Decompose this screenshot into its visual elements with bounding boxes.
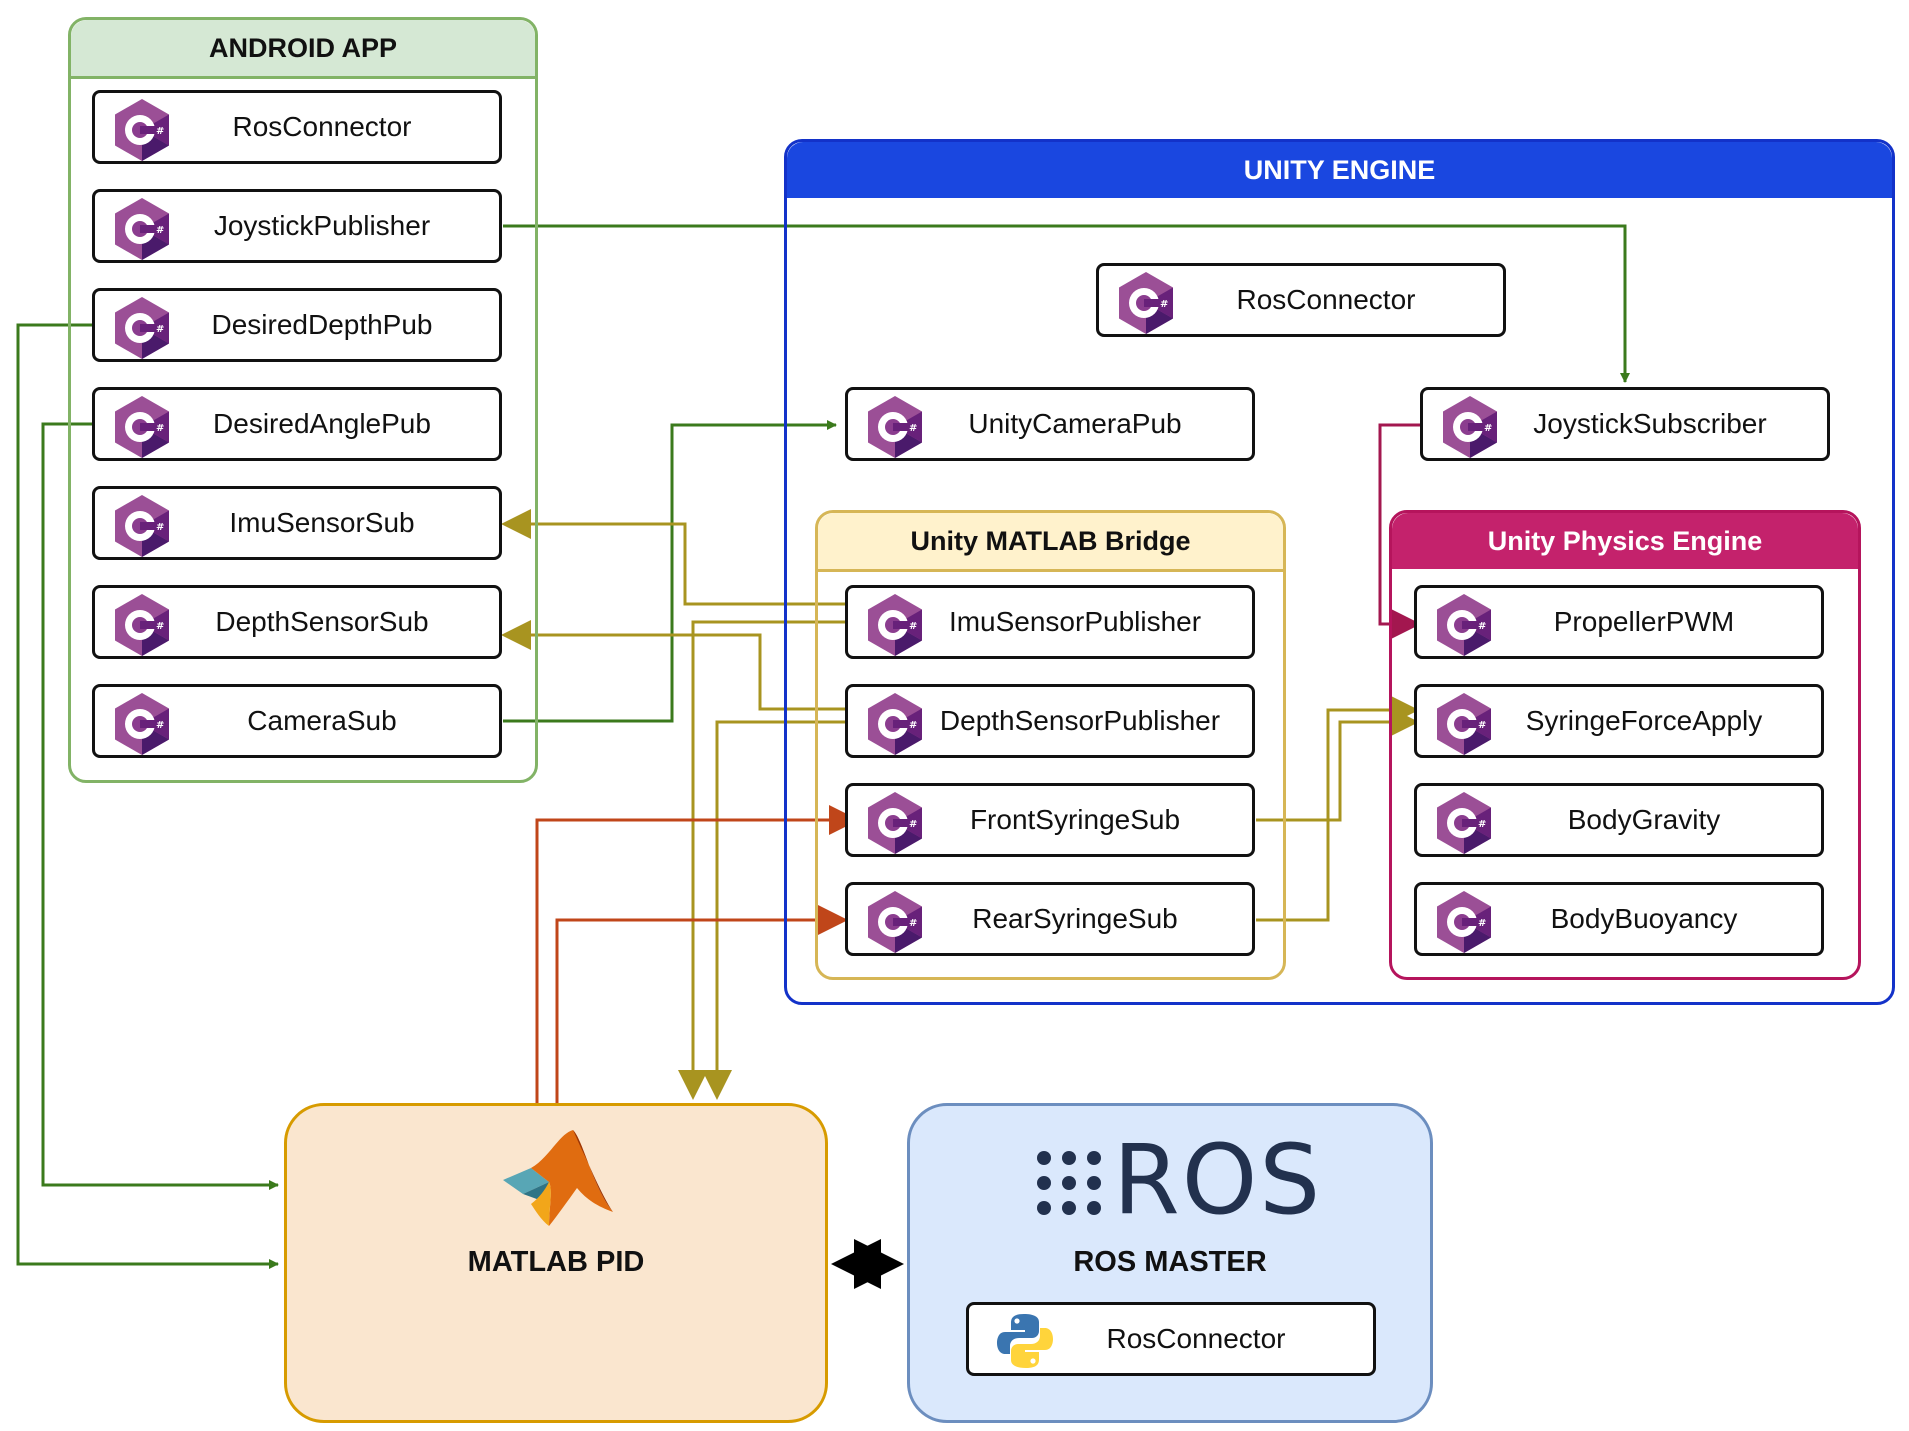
edge-desired-depth: [16, 323, 279, 1269]
android-node-depthsensorsub[interactable]: DepthSensorSub: [92, 585, 502, 659]
csharp-icon: [1439, 394, 1501, 460]
edge-desired-angle: [41, 422, 279, 1190]
csharp-icon: [864, 592, 926, 658]
csharp-icon: [1433, 592, 1495, 658]
ros-master-title: ROS MASTER: [1073, 1246, 1267, 1278]
physics-node-bodybuoyancy[interactable]: BodyBuoyancy: [1414, 882, 1824, 956]
node-label: BodyBuoyancy: [1550, 903, 1738, 934]
csharp-icon: [1433, 691, 1495, 757]
edge-depth-matlab: [702, 720, 847, 1100]
node-label: RosConnector: [1106, 1323, 1286, 1354]
node-label: UnityCameraPub: [968, 408, 1182, 439]
matlab-logo-icon: [503, 1130, 613, 1226]
csharp-icon: [864, 889, 926, 955]
node-label: FrontSyringeSub: [969, 804, 1181, 835]
csharp-icon: [864, 394, 926, 460]
matlab-pid-block[interactable]: MATLAB PID: [284, 1103, 828, 1423]
edge-matlab-rear: [555, 905, 848, 1103]
ros-dots-icon: [1037, 1151, 1101, 1215]
csharp-icon: [1115, 270, 1177, 336]
unity-matlab-bridge-title: Unity MATLAB Bridge: [818, 513, 1283, 572]
edge-imu-matlab: [678, 620, 847, 1100]
edge-depth-android: [501, 620, 847, 711]
unity-engine-title: UNITY ENGINE: [787, 142, 1892, 198]
physics-node-bodygravity[interactable]: BodyGravity: [1414, 783, 1824, 857]
node-label: SyringeForceApply: [1525, 705, 1763, 736]
edge-joystick-propeller: [1378, 423, 1432, 639]
node-label: RearSyringeSub: [972, 903, 1178, 934]
bridge-node-imusensorpublisher[interactable]: ImuSensorPublisher: [845, 585, 1255, 659]
unity-matlab-bridge-group: Unity MATLAB Bridge: [815, 510, 1286, 980]
android-node-desiredanglepub[interactable]: DesiredAnglePub: [92, 387, 502, 461]
android-app-group: ANDROID APP: [68, 17, 538, 783]
node-label: ImuSensorPublisher: [948, 606, 1202, 637]
node-label: BodyGravity: [1567, 804, 1721, 835]
csharp-icon: [111, 394, 173, 460]
unity-engine-group: UNITY ENGINE: [784, 139, 1895, 1005]
python-icon: [997, 1314, 1053, 1368]
edge-camera: [503, 420, 837, 723]
csharp-icon: [111, 592, 173, 658]
node-label: PropellerPWM: [1553, 606, 1735, 637]
node-label: JoystickSubscriber: [1533, 408, 1767, 439]
android-app-title: ANDROID APP: [71, 20, 535, 79]
csharp-icon: [111, 493, 173, 559]
node-label: DepthSensorPublisher: [939, 705, 1221, 736]
ros-logo-text: ROS: [1113, 1124, 1323, 1236]
csharp-icon: [111, 196, 173, 262]
unity-node-unitycamerapub[interactable]: UnityCameraPub: [845, 387, 1255, 461]
unity-node-joysticksubscriber[interactable]: JoystickSubscriber: [1420, 387, 1830, 461]
edge-matlab-front: [535, 805, 859, 1103]
node-label: DepthSensorSub: [215, 606, 429, 637]
node-label: JoystickPublisher: [213, 210, 431, 241]
unity-physics-engine-title: Unity Physics Engine: [1392, 513, 1858, 569]
android-node-camerasub[interactable]: CameraSub: [92, 684, 502, 758]
node-label: CameraSub: [247, 705, 397, 736]
android-node-rosconnector[interactable]: RosConnector: [92, 90, 502, 164]
node-label: DesiredAnglePub: [213, 408, 431, 439]
android-node-imusensorsub[interactable]: ImuSensorSub: [92, 486, 502, 560]
unity-physics-engine-group: Unity Physics Engine: [1389, 510, 1861, 980]
bridge-node-frontsyringesub[interactable]: FrontSyringeSub: [845, 783, 1255, 857]
edge-imu-android: [501, 509, 847, 606]
csharp-icon: [1433, 889, 1495, 955]
physics-node-syringeforceapply[interactable]: SyringeForceApply: [1414, 684, 1824, 758]
csharp-icon: [864, 790, 926, 856]
ros-node-rosconnector[interactable]: RosConnector: [966, 1302, 1376, 1376]
edge-front-syringe: [1256, 707, 1419, 822]
bridge-node-rearsyringesub[interactable]: RearSyringeSub: [845, 882, 1255, 956]
node-label: ImuSensorSub: [229, 507, 415, 538]
csharp-icon: [111, 97, 173, 163]
node-label: RosConnector: [1236, 284, 1416, 315]
edge-rear-syringe: [1256, 695, 1419, 922]
ros-master-block[interactable]: ROS ROS MASTER RosConnector: [907, 1103, 1433, 1423]
node-label: RosConnector: [232, 111, 412, 142]
android-node-joystickpublisher[interactable]: JoystickPublisher: [92, 189, 502, 263]
bridge-node-depthsensorpublisher[interactable]: DepthSensorPublisher: [845, 684, 1255, 758]
unity-node-rosconnector[interactable]: RosConnector: [1096, 263, 1506, 337]
csharp-icon: [111, 295, 173, 361]
csharp-icon: [1433, 790, 1495, 856]
node-label: DesiredDepthPub: [211, 309, 433, 340]
csharp-icon: [111, 691, 173, 757]
matlab-pid-title: MATLAB PID: [467, 1246, 645, 1278]
android-node-desireddepthpub[interactable]: DesiredDepthPub: [92, 288, 502, 362]
physics-node-propellerpwm[interactable]: PropellerPWM: [1414, 585, 1824, 659]
csharp-icon: [864, 691, 926, 757]
edge-joystick: [503, 224, 1630, 383]
